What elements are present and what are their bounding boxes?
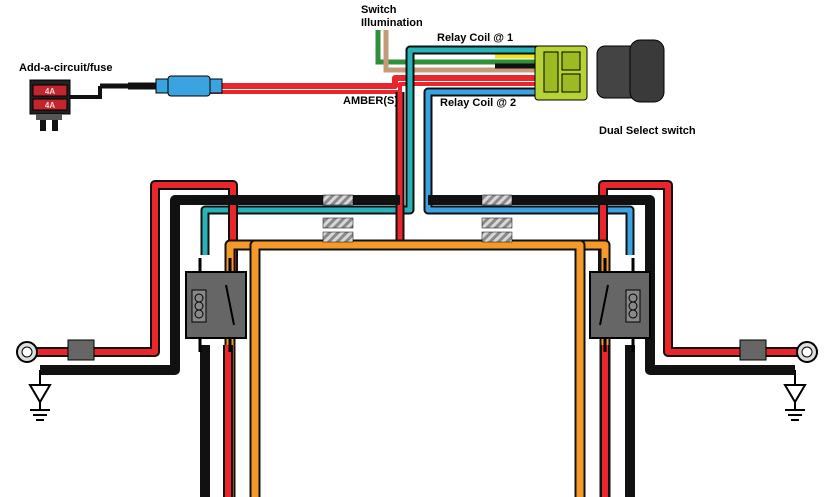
inline-fuse-holder — [155, 75, 223, 97]
tape-wraps — [322, 194, 513, 243]
add-a-circuit-fuse: 4A 4A — [29, 79, 102, 131]
switch-illumination-label-line1: Switch — [361, 4, 397, 16]
fuse-label: Add-a-circuit/fuse — [19, 62, 113, 74]
power-feed-wires — [100, 75, 540, 94]
main-harness-left — [30, 180, 400, 497]
switch-illumination-wires — [375, 30, 540, 73]
ground-symbol-left — [28, 370, 52, 421]
signal-wires — [200, 45, 635, 255]
relay-coil-2-label: Relay Coil @ 2 — [440, 97, 517, 109]
fuse-value-1: 4A — [45, 87, 55, 96]
wire-connector — [534, 45, 588, 101]
relay-right — [589, 258, 651, 352]
dual-select-switch-label: Dual Select switch — [599, 125, 696, 137]
switch-illumination-label-line2: Illumination — [361, 17, 423, 29]
relay-coil-1-label: Relay Coil @ 1 — [437, 32, 514, 44]
ring-terminal-left — [16, 339, 95, 363]
relay-left — [185, 258, 247, 352]
dual-select-switch — [596, 39, 665, 103]
ring-terminal-right — [739, 339, 818, 363]
fuse-value-2: 4A — [45, 101, 55, 110]
ground-symbol-right — [783, 370, 807, 421]
amber-label: AMBER(S) — [343, 95, 398, 107]
